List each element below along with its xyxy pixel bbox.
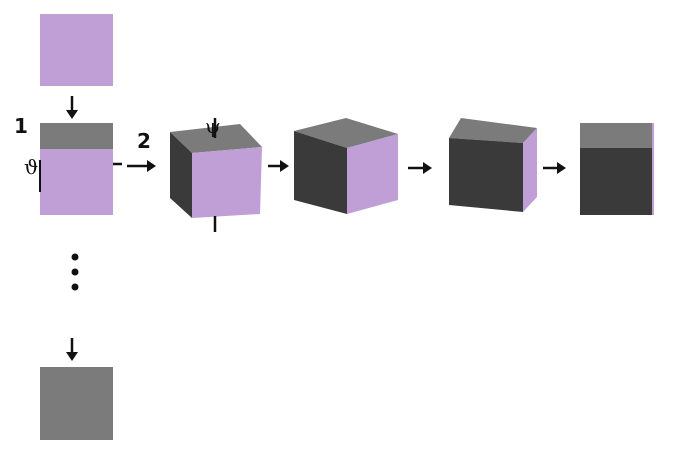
psi-symbol: ψ bbox=[205, 114, 221, 138]
down-arrow-1 bbox=[66, 96, 78, 119]
top-purple-square bbox=[40, 14, 113, 86]
step-2-label: 2 bbox=[137, 129, 151, 153]
cube-step-4 bbox=[449, 118, 537, 212]
cube-step-3 bbox=[294, 118, 398, 214]
arrow-to-step-2 bbox=[127, 160, 156, 172]
arrow-cube-2-to-3 bbox=[268, 160, 289, 172]
bottom-gray-square bbox=[40, 367, 113, 440]
horizontal-rotation-axis bbox=[39, 160, 122, 192]
step1-tilted-square bbox=[40, 123, 113, 215]
cube-step-2 bbox=[170, 124, 262, 218]
ellipsis-dots bbox=[71, 253, 79, 291]
arrow-cube-4-to-final bbox=[543, 162, 566, 174]
step-1-label: 1 bbox=[14, 114, 28, 138]
theta-symbol: ϑ bbox=[24, 155, 38, 179]
arrow-cube-3-to-4 bbox=[408, 162, 432, 174]
down-arrow-2 bbox=[66, 338, 78, 361]
final-square bbox=[580, 123, 654, 215]
